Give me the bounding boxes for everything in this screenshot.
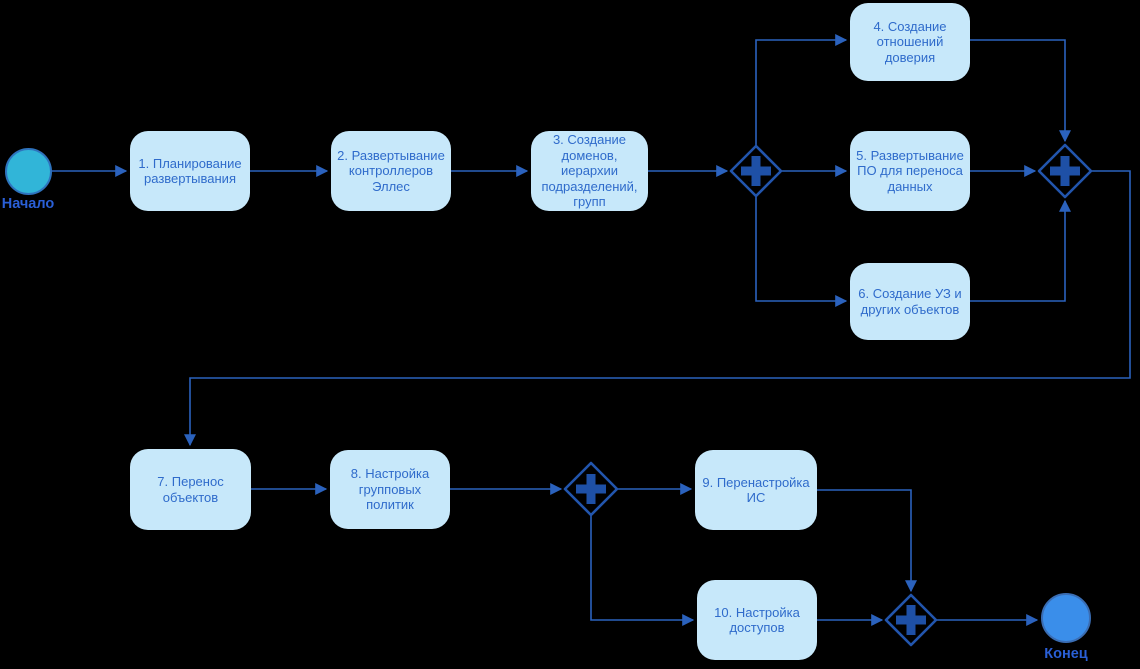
connector-gateway1-to-task6 <box>755 196 848 307</box>
connector-gateway3-to-task10 <box>590 515 695 626</box>
parallel-gateway-join-1[interactable] <box>1037 143 1093 199</box>
plus-icon <box>576 474 606 504</box>
task-6-create-accounts[interactable]: 6. Создание УЗ и других объектов <box>850 263 970 340</box>
start-event[interactable] <box>5 148 52 195</box>
start-event-label: Начало <box>1 196 55 212</box>
connector-task6-to-gateway2 <box>970 199 1071 302</box>
task-9-reconfigure-is[interactable]: 9. Перенастройка ИС <box>695 450 817 530</box>
end-event[interactable] <box>1041 593 1091 643</box>
connector-task9-to-gateway4 <box>817 489 917 593</box>
plus-icon <box>741 156 771 186</box>
connector-gateway1-to-task4 <box>755 34 848 146</box>
task-1-deployment-planning[interactable]: 1. Планирование развертывания <box>130 131 250 211</box>
connector-gateway2-to-task7 <box>184 170 1131 447</box>
parallel-gateway-join-2[interactable] <box>884 593 938 647</box>
plus-icon <box>1050 156 1080 186</box>
plus-icon <box>896 605 926 635</box>
end-event-label: Конец <box>1044 646 1088 662</box>
task-4-create-trust[interactable]: 4. Создание отношений доверия <box>850 3 970 81</box>
parallel-gateway-split-1[interactable] <box>729 144 783 198</box>
task-2-deploy-controllers[interactable]: 2. Развертывание контроллеров Эллес <box>331 131 451 211</box>
task-5-deploy-migration-sw[interactable]: 5. Развертывание ПО для переноса данных <box>850 131 970 211</box>
task-3-create-domains[interactable]: 3. Создание доменов, иерархии подразделе… <box>531 131 648 211</box>
parallel-gateway-split-2[interactable] <box>563 461 619 517</box>
task-7-migrate-objects[interactable]: 7. Перенос объектов <box>130 449 251 530</box>
task-10-configure-access[interactable]: 10. Настройка доступов <box>697 580 817 660</box>
task-8-group-policies[interactable]: 8. Настройка групповых политик <box>330 450 450 529</box>
connector-task4-to-gateway2 <box>970 39 1071 143</box>
